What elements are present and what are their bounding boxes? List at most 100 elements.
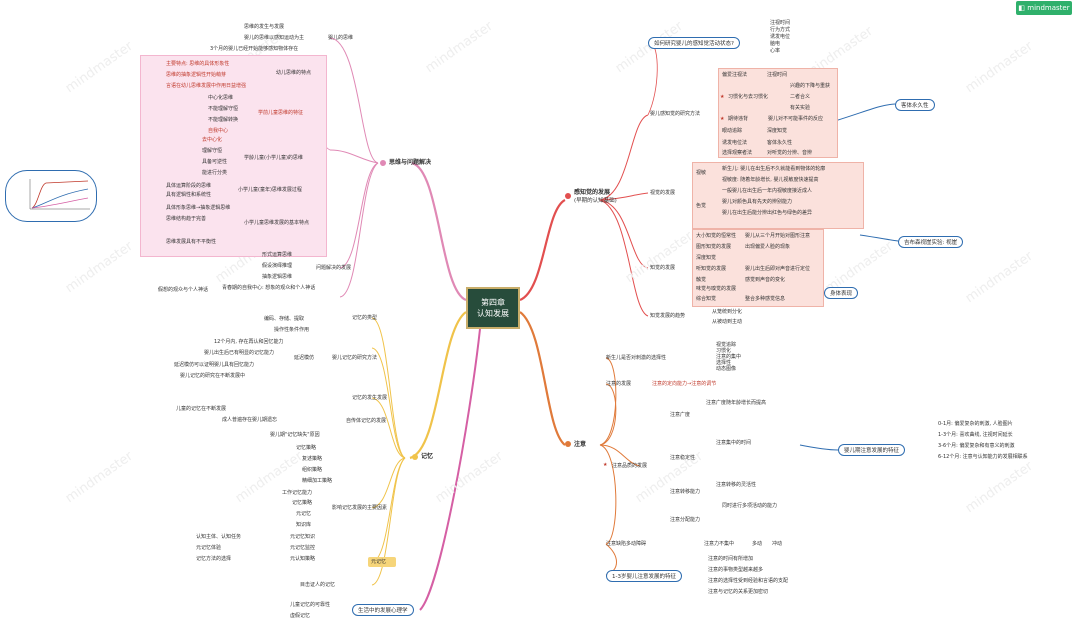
memory-autobio[interactable]: 自传体记忆的发展 bbox=[346, 418, 387, 424]
type-item: 操作性条件作用 bbox=[274, 327, 310, 333]
child-item: 注意与记忆的关系更加密切 bbox=[708, 589, 769, 595]
branch-marker-icon bbox=[565, 193, 571, 199]
false-memory[interactable]: 目击证人的记忆 bbox=[300, 582, 336, 588]
method-answer: 行为方式 bbox=[770, 27, 791, 33]
branch-perception-sub: (早期的认知基础) bbox=[574, 198, 617, 204]
meta-note: 认知主体、认知任务 bbox=[196, 534, 242, 540]
strategy-item: 精细加工策略 bbox=[302, 478, 333, 484]
child-features-pill[interactable]: 1-3岁婴儿注意发展的特征 bbox=[606, 570, 682, 582]
perception-note: 婴儿出生后即对声音进行定位 bbox=[745, 266, 811, 272]
perception-note: 感觉到声音的变化 bbox=[745, 277, 786, 283]
infant-attention-item: 习惯化 bbox=[716, 348, 732, 354]
method-desc: 注视时间 bbox=[767, 72, 788, 78]
mindmaster-logo[interactable]: ◧ mindmaster bbox=[1016, 1, 1072, 15]
attention-features-pill[interactable]: 婴儿期注意发展的特征 bbox=[838, 444, 906, 456]
memory-types[interactable]: 记忆的类型 bbox=[352, 315, 378, 321]
child-item: 注意的事物类型越来越多 bbox=[708, 567, 764, 573]
life-item: 虚假记忆 bbox=[290, 613, 311, 619]
concrete-item: 能进行分类 bbox=[202, 170, 228, 176]
school[interactable]: 学前儿童思维的特征 bbox=[258, 110, 304, 116]
perception-item: 大小知觉的恒常性 bbox=[696, 233, 737, 239]
attention-dev[interactable]: 注意的发展 bbox=[606, 381, 632, 387]
problem-item: 抽象逻辑思维 bbox=[262, 274, 293, 280]
meta-name: 元记忆监控 bbox=[290, 545, 316, 551]
visual-dev[interactable]: 视觉的发展 bbox=[650, 190, 676, 196]
branch-memory[interactable]: 记忆 bbox=[421, 453, 434, 460]
strategy-item: 组织策略 bbox=[302, 467, 323, 473]
school-item: 不能理解守恒 bbox=[208, 106, 239, 112]
attention-dev-note: 注意的定向能力→注意的调节 bbox=[652, 381, 717, 387]
memory-dev[interactable]: 记忆的发生发展 bbox=[352, 395, 388, 401]
method-answer: 心率 bbox=[770, 48, 781, 54]
school-item: 自我中心 bbox=[208, 128, 229, 134]
central-topic[interactable]: 第四章 认知发展 bbox=[466, 287, 520, 329]
concept-dev[interactable]: 婴儿的思维 bbox=[328, 35, 354, 41]
object-permanence-pill[interactable]: 客体永久性 bbox=[895, 99, 935, 111]
concrete[interactable]: 学龄儿童(小学儿童)的思维 bbox=[244, 155, 303, 161]
problem-item: 假设演绎推理 bbox=[262, 263, 293, 269]
growth-curve-chart bbox=[5, 170, 97, 222]
memory-factors[interactable]: 影响记忆发展的主要因素 bbox=[332, 505, 388, 511]
visual-item: 婴儿对颜色具有先天的辨别能力 bbox=[722, 199, 793, 205]
infant-attention[interactable]: 新生儿是否对刺激的选择性 bbox=[606, 355, 667, 361]
method-name: 诱发电位法 bbox=[722, 140, 748, 146]
memory-strategy[interactable]: 记忆策略 bbox=[296, 445, 317, 451]
method-name: 习惯化与去习惯化 bbox=[728, 94, 769, 100]
perception-note: 整合多种感觉信息 bbox=[745, 296, 786, 302]
branch-marker-icon bbox=[380, 160, 386, 166]
formal-item: 思维结构趋于完善 bbox=[166, 216, 207, 222]
star-icon: ★ bbox=[603, 462, 608, 468]
visual-box bbox=[692, 162, 864, 229]
formal[interactable]: 小学儿童思维发展的基本特点 bbox=[244, 220, 310, 226]
life-item: 儿童记忆的可靠性 bbox=[290, 602, 331, 608]
type-item: 编码、存储、提取 bbox=[264, 316, 305, 322]
perception-dev[interactable]: 知觉的发展 bbox=[650, 265, 676, 271]
perception-note: 出现偏爱人脸的现象 bbox=[745, 244, 791, 250]
visual-item: 婴儿在出生后能分辨出红色与绿色的差异 bbox=[722, 210, 813, 216]
visual-cliff-pill[interactable]: 吉布森视崖实验: 视崖 bbox=[898, 236, 964, 248]
feature-item: 6-12个月: 注意与认知能力的发展相联系 bbox=[938, 454, 1028, 460]
star-icon: ★ bbox=[720, 116, 725, 122]
attention-char-note: 注意集中的时间 bbox=[716, 440, 752, 446]
perception-method-question[interactable]: 如何研究婴儿的感知觉活动状态? bbox=[648, 37, 740, 49]
attention-hyper[interactable]: 注意缺陷多动障碍 bbox=[606, 541, 647, 547]
method-name: 选择观察者法 bbox=[722, 150, 753, 156]
trend-item: 从笼统到分化 bbox=[712, 309, 743, 315]
perception-trend[interactable]: 知觉发展的趋势 bbox=[650, 313, 686, 319]
branch-attention[interactable]: 注意 bbox=[574, 441, 587, 448]
infant-attention-item: 动态图像 bbox=[716, 366, 737, 372]
hyper-item: 冲动 bbox=[772, 541, 783, 547]
autobio-item: 婴儿期"记忆缺失"原因 bbox=[270, 432, 320, 438]
method-desc: 兴趣的下降与重获 bbox=[790, 83, 831, 89]
body-image-pill[interactable]: 身体表现 bbox=[824, 287, 859, 299]
branch-life-psych[interactable]: 生活中的发展心理学 bbox=[352, 604, 414, 616]
branch-thinking[interactable]: 思维与问题解决 bbox=[389, 159, 432, 166]
infant-memory-item: 婴儿记忆的研究在不断发展中 bbox=[180, 373, 246, 379]
metamemory: 元记忆 bbox=[371, 559, 387, 565]
perception-item: 图形知觉的发展 bbox=[696, 244, 732, 250]
methods-box bbox=[718, 68, 838, 158]
infant-memory[interactable]: 婴儿记忆的研究方法 bbox=[332, 355, 378, 361]
autobio-item: 儿童的记忆在不断发展 bbox=[176, 406, 227, 412]
factor-item: 知识库 bbox=[296, 522, 312, 528]
branch-perception[interactable]: 感知觉的发展 bbox=[574, 189, 611, 196]
infant-attention-item: 注意的集中 bbox=[716, 354, 742, 360]
attention-char-name: 注意转移能力 bbox=[670, 489, 701, 495]
formal-item: 思维发展具有不平衡性 bbox=[166, 239, 217, 245]
method-name: 偏爱注视法 bbox=[722, 72, 748, 78]
problem[interactable]: 问题解决的发展 bbox=[316, 265, 352, 271]
branch-marker-icon bbox=[412, 454, 418, 460]
concept-item: 3个月的婴儿已经开始能够感知物体存在 bbox=[210, 46, 299, 52]
school-item: 不能理解转换 bbox=[208, 117, 239, 123]
research-methods[interactable]: 婴儿感知觉的研究方法 bbox=[650, 111, 701, 117]
preschool[interactable]: 幼儿思维的特点 bbox=[276, 70, 312, 76]
autobio-item: 成人普遍存在婴儿期遗忘 bbox=[222, 417, 278, 423]
perception-box bbox=[692, 229, 824, 307]
metamemory-tag[interactable] bbox=[368, 557, 396, 567]
method-name: 眼动追踪 bbox=[722, 128, 743, 134]
attention-characteristics[interactable]: 注意品质的发展 bbox=[612, 463, 648, 469]
method-answer: 注视时间 bbox=[770, 20, 791, 26]
child-item: 注意的选择性受到经验和言语的支配 bbox=[708, 578, 789, 584]
adolescent[interactable]: 小学儿童(童年)思维发展过程 bbox=[238, 187, 302, 193]
